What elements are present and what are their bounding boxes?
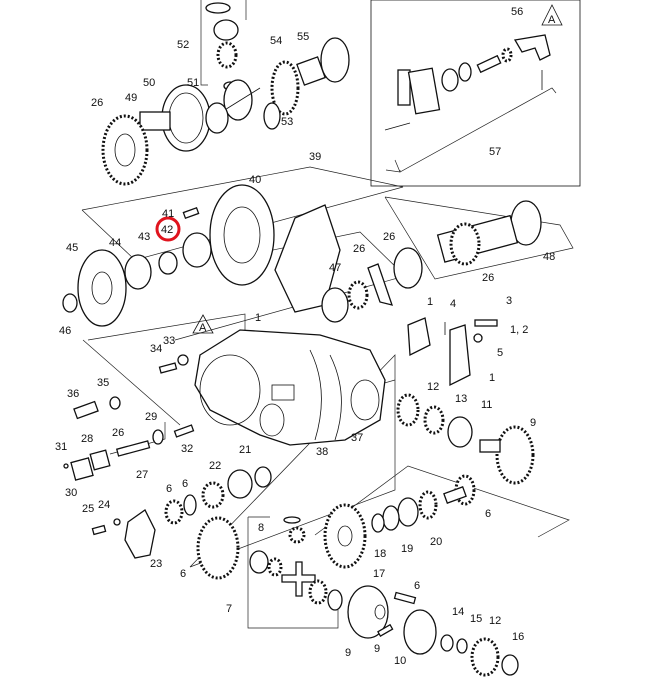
detail-box-a <box>370 0 581 187</box>
callout-30[interactable]: 30 <box>65 487 77 499</box>
callout-56[interactable]: 56 <box>511 6 523 18</box>
callout-1[interactable]: 1 <box>255 312 261 324</box>
callout-31[interactable]: 31 <box>55 441 67 453</box>
callout-37[interactable]: 37 <box>351 432 363 444</box>
callout-34[interactable]: 34 <box>150 343 162 355</box>
callout-8[interactable]: 8 <box>258 522 264 534</box>
callout-33[interactable]: 33 <box>163 335 175 347</box>
callout-7[interactable]: 7 <box>226 603 232 615</box>
callout-32[interactable]: 32 <box>181 443 193 455</box>
callout-26[interactable]: 26 <box>482 272 494 284</box>
callout-5[interactable]: 5 <box>497 347 503 359</box>
callout-22[interactable]: 22 <box>209 460 221 472</box>
callout-labels: 52 55 54 56 50 51 26 49 53 57 39 40 41 4… <box>55 6 555 667</box>
callout-45[interactable]: 45 <box>66 242 78 254</box>
left-small-parts <box>63 354 272 580</box>
callout-26[interactable]: 26 <box>112 427 124 439</box>
right-gear-train <box>249 393 535 677</box>
callout-53[interactable]: 53 <box>281 116 293 128</box>
callout-23[interactable]: 23 <box>150 558 162 570</box>
callout-26[interactable]: 26 <box>383 231 395 243</box>
callout-21[interactable]: 21 <box>239 444 251 456</box>
callout-4[interactable]: 4 <box>450 298 456 310</box>
cover-assembly <box>62 184 341 327</box>
callout-52[interactable]: 52 <box>177 39 189 51</box>
top-shaft-assembly <box>101 2 350 186</box>
callout-11[interactable]: 11 <box>481 399 492 411</box>
callout-49[interactable]: 49 <box>125 92 137 104</box>
callout-6[interactable]: 6 <box>182 478 188 490</box>
callout-47[interactable]: 47 <box>329 262 341 274</box>
callout-15[interactable]: 15 <box>470 613 482 625</box>
detail-a-parts <box>384 4 563 173</box>
callout-20[interactable]: 20 <box>430 536 442 548</box>
callout-48[interactable]: 48 <box>543 251 555 263</box>
callout-1[interactable]: 1 <box>427 296 433 308</box>
main-shaft-assembly <box>321 200 542 387</box>
detail-marker-label-housing: A <box>199 322 207 334</box>
callout-40[interactable]: 40 <box>249 174 261 186</box>
callout-43[interactable]: 43 <box>138 231 150 243</box>
highlight-ring-42 <box>155 216 181 242</box>
callout-6[interactable]: 6 <box>166 483 172 495</box>
callout-6[interactable]: 6 <box>485 508 491 520</box>
callout-50[interactable]: 50 <box>143 77 155 89</box>
callout-36[interactable]: 36 <box>67 388 79 400</box>
callout-26[interactable]: 26 <box>91 97 103 109</box>
callout-13[interactable]: 13 <box>455 393 467 405</box>
callout-17[interactable]: 17 <box>373 568 385 580</box>
callout-6[interactable]: 6 <box>414 580 420 592</box>
callout-26[interactable]: 26 <box>353 243 365 255</box>
callout-9[interactable]: 9 <box>530 417 536 429</box>
callout-9[interactable]: 9 <box>374 643 380 655</box>
callout-51[interactable]: 51 <box>187 77 199 89</box>
callout-54[interactable]: 54 <box>270 35 282 47</box>
callout-1-2[interactable]: 1, 2 <box>510 324 528 336</box>
callout-27[interactable]: 27 <box>136 469 148 481</box>
callout-41[interactable]: 41 <box>162 208 174 220</box>
callout-39[interactable]: 39 <box>309 151 321 163</box>
callout-44[interactable]: 44 <box>109 237 121 249</box>
callout-24[interactable]: 24 <box>98 499 110 511</box>
detail-marker-a-top <box>541 4 563 26</box>
callout-38[interactable]: 38 <box>316 446 328 458</box>
callout-29[interactable]: 29 <box>145 411 157 423</box>
callout-19[interactable]: 19 <box>401 543 413 555</box>
callout-57[interactable]: 57 <box>489 146 501 158</box>
callout-35[interactable]: 35 <box>97 377 109 389</box>
callout-42[interactable]: 42 <box>161 224 173 236</box>
callout-12[interactable]: 12 <box>427 381 439 393</box>
callout-16[interactable]: 16 <box>512 631 524 643</box>
callout-55[interactable]: 55 <box>297 31 309 43</box>
callout-6[interactable]: 6 <box>180 568 186 580</box>
detail-marker-a-housing <box>192 314 214 334</box>
callout-18[interactable]: 18 <box>374 548 386 560</box>
callout-25[interactable]: 25 <box>82 503 94 515</box>
callout-46[interactable]: 46 <box>59 325 71 337</box>
detail-marker-label: A <box>548 14 556 26</box>
callout-9[interactable]: 9 <box>345 647 351 659</box>
callout-14[interactable]: 14 <box>452 606 464 618</box>
callout-12[interactable]: 12 <box>489 615 501 627</box>
callout-10[interactable]: 10 <box>394 655 406 667</box>
callout-28[interactable]: 28 <box>81 433 93 445</box>
callout-1[interactable]: 1 <box>489 372 495 384</box>
gearbox-housing <box>194 329 386 446</box>
callout-3[interactable]: 3 <box>506 295 512 307</box>
